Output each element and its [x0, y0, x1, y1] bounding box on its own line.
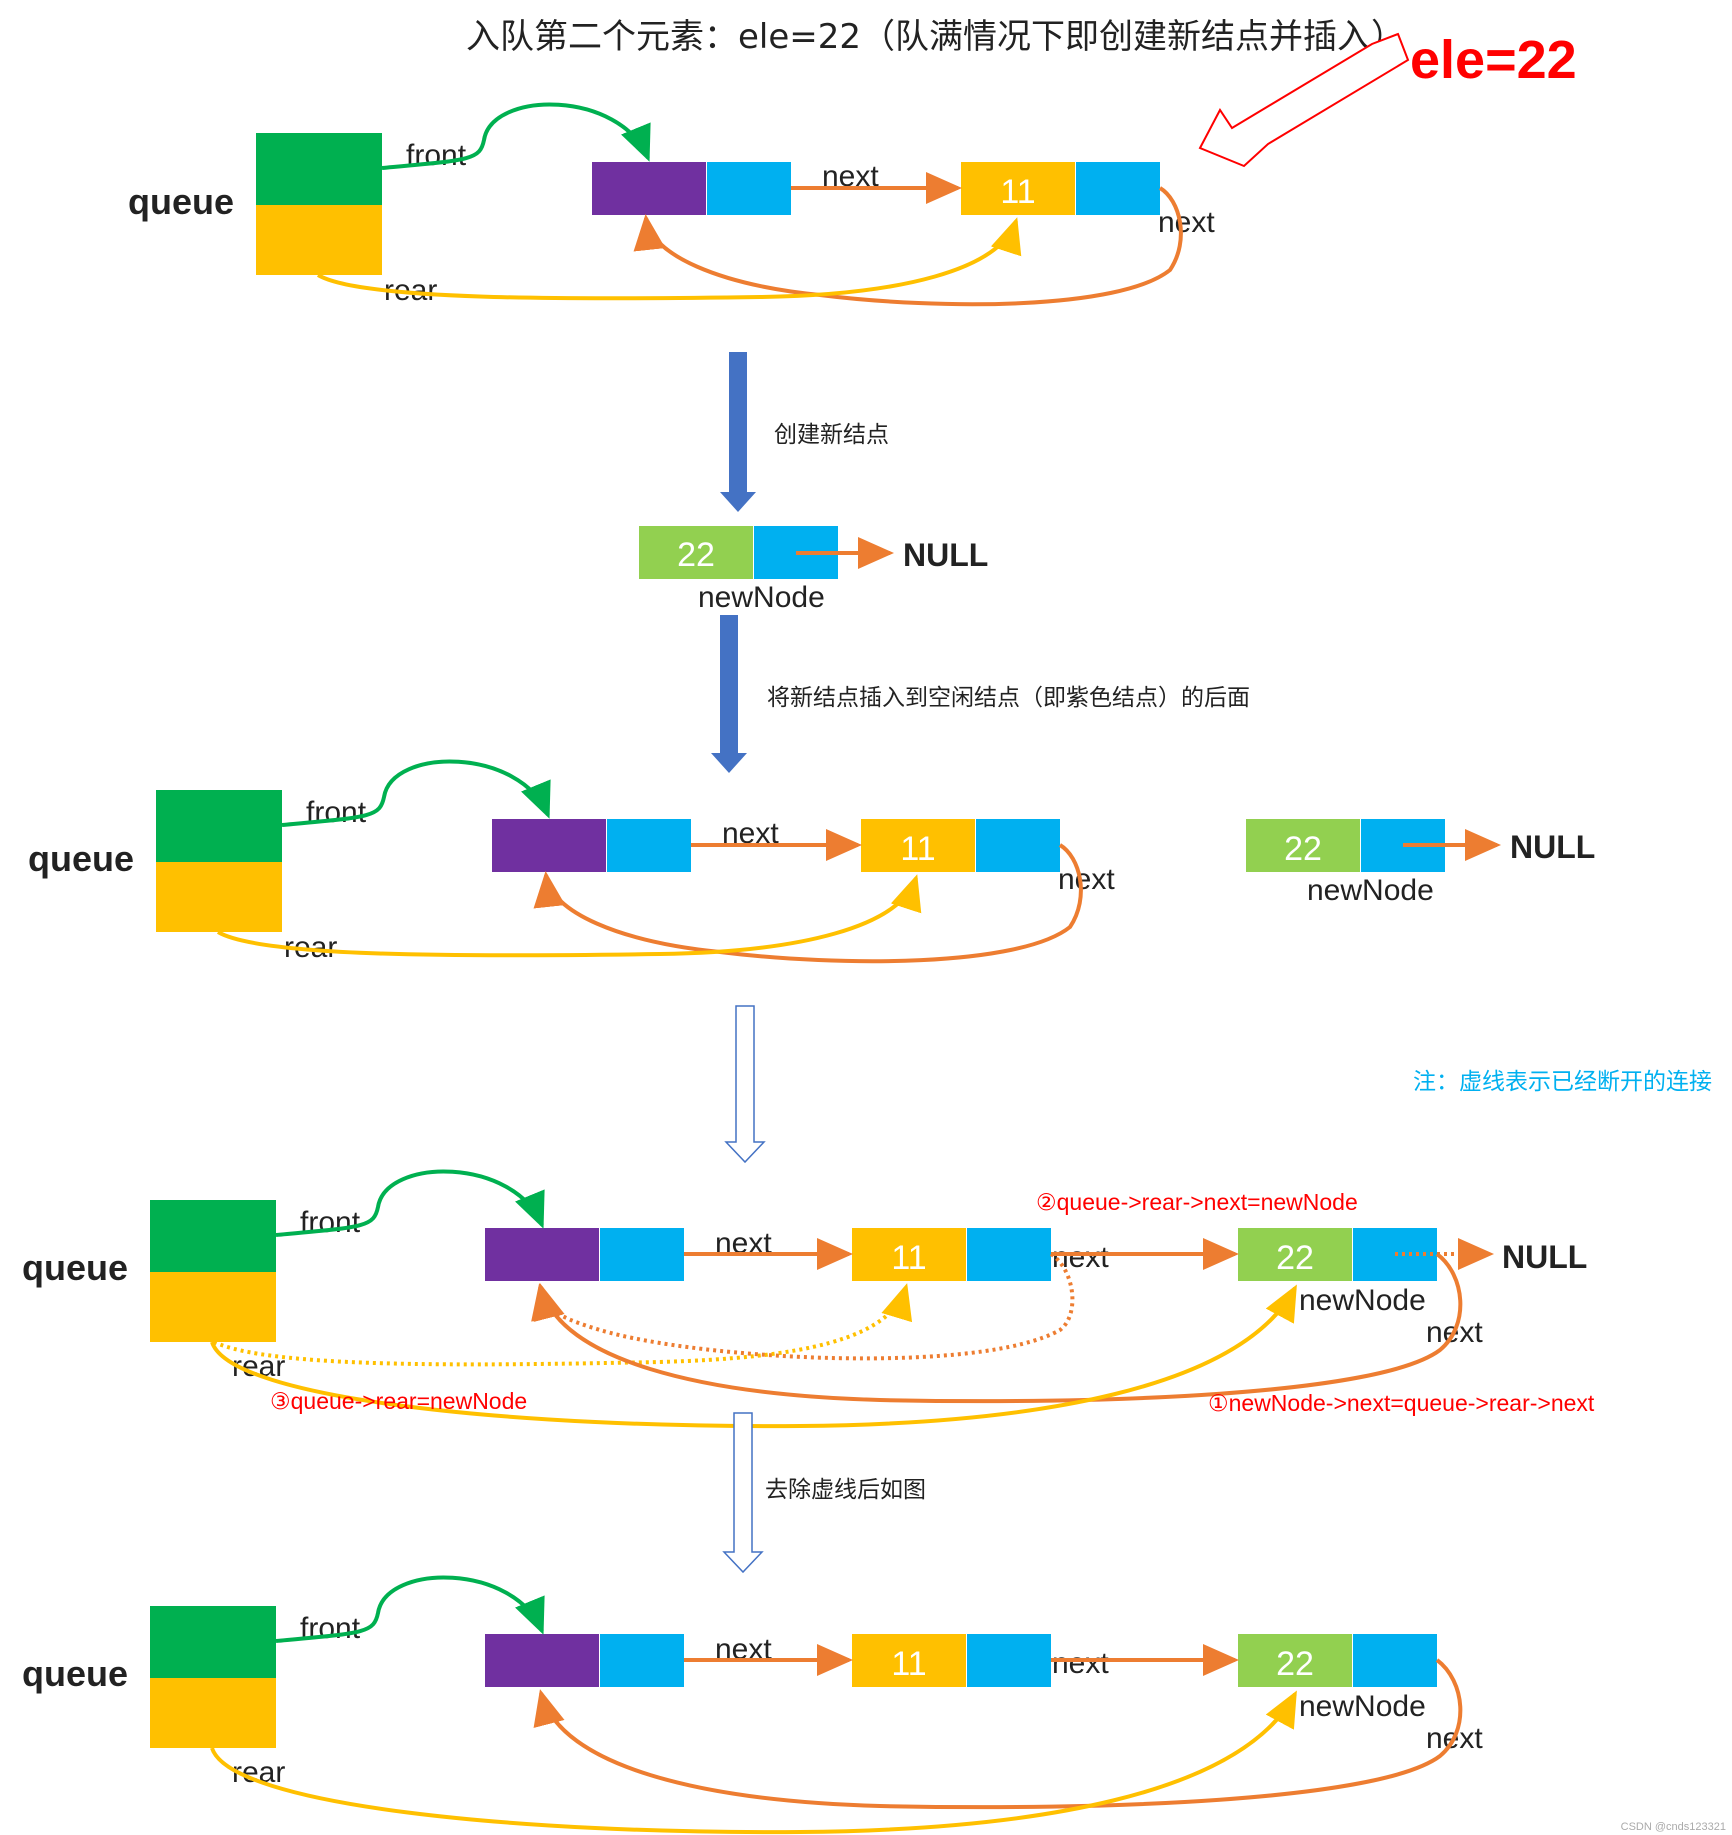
new-node-data-cell	[1238, 1634, 1352, 1687]
queue-front-cell	[150, 1200, 276, 1272]
step-arrow-4	[722, 1412, 764, 1574]
node-11-data-cell	[852, 1228, 966, 1281]
queue-label: queue	[128, 181, 234, 222]
free-node-next-cell	[607, 819, 691, 872]
node-22-value: 22	[1276, 1645, 1314, 1683]
ele-label: ele=22	[1410, 30, 1577, 90]
front-pointer-arrow	[275, 1575, 545, 1643]
front-pointer-arrow	[381, 102, 651, 170]
node-11-value: 11	[891, 1239, 926, 1277]
stage-4-final: queue front rear 11 22 next next newNode…	[22, 1575, 1483, 1835]
free-node-data-cell	[485, 1634, 599, 1687]
node-11-value: 11	[891, 1645, 926, 1683]
circular-next-arrow	[633, 186, 1183, 307]
step-arrow-2	[711, 615, 747, 773]
queue-front-cell	[156, 790, 282, 862]
free-node-data-cell	[492, 819, 606, 872]
operation-3-label: ③queue->rear=newNode	[270, 1388, 527, 1414]
newnode-label: newNode	[1299, 1284, 1426, 1317]
node-11-value: 11	[900, 830, 935, 868]
circular-next-arrow	[533, 843, 1083, 964]
next-label: next	[1158, 206, 1215, 239]
queue-front-cell	[256, 133, 382, 205]
queue-rear-cell	[156, 862, 282, 932]
front-label: front	[406, 139, 467, 172]
node-11-data-cell	[861, 819, 975, 872]
circular-next-arrow	[533, 1658, 1463, 1810]
free-node-next-cell	[707, 162, 791, 215]
step-arrow-3	[724, 1005, 766, 1164]
newnode-label: newNode	[1307, 874, 1434, 907]
front-pointer-arrow	[275, 1169, 545, 1237]
new-node-data-cell	[1238, 1228, 1352, 1281]
front-label: front	[300, 1206, 361, 1239]
null-label: NULL	[903, 537, 988, 573]
node-11-next-cell	[967, 1228, 1051, 1281]
broken-circular-link	[531, 1252, 1075, 1361]
insert-hollow-arrow	[1198, 32, 1410, 168]
next-label: next	[1052, 1647, 1109, 1680]
step-2-caption: 将新结点插入到空闲结点（即紫色结点）的后面	[767, 685, 1250, 711]
front-label: front	[306, 796, 367, 829]
null-label: NULL	[1510, 829, 1595, 865]
new-rear-pointer-arrow	[210, 1284, 1297, 1429]
stage-3-inserting: queue front rear 11 22 next next newNode…	[22, 1169, 1595, 1429]
node-11-data-cell	[852, 1634, 966, 1687]
node-11-value: 11	[1000, 173, 1035, 211]
next-label: next	[1052, 1241, 1109, 1274]
rear-pointer-arrow	[316, 217, 1022, 301]
new-circular-next-arrow	[533, 1252, 1463, 1404]
step-arrow-1	[720, 352, 756, 512]
step-4-caption: 去除虚线后如图	[765, 1477, 926, 1503]
node-11-next-cell	[967, 1634, 1051, 1687]
watermark: CSDN @cnds123321	[1621, 1821, 1726, 1833]
queue-label: queue	[22, 1247, 128, 1288]
front-label: front	[300, 1612, 361, 1645]
newnode-label: newNode	[1299, 1690, 1426, 1723]
node-22-value: 22	[1276, 1239, 1314, 1277]
new-node-next-cell	[1353, 1634, 1437, 1687]
broken-rear-link	[213, 1283, 913, 1367]
dashed-line-note: 注：虚线表示已经断开的连接	[1413, 1069, 1712, 1095]
operation-2-label: ②queue->rear->next=newNode	[1036, 1189, 1358, 1215]
free-node-next-cell	[600, 1228, 684, 1281]
queue-rear-cell	[256, 205, 382, 275]
rear-pointer-arrow	[210, 1690, 1297, 1835]
front-pointer-arrow	[281, 759, 551, 827]
queue-rear-cell	[150, 1678, 276, 1748]
rear-pointer-arrow	[216, 874, 922, 958]
node-22-value: 22	[1284, 830, 1322, 868]
node-11-data-cell	[961, 162, 1075, 215]
newnode-label: newNode	[698, 581, 825, 614]
free-node-next-cell	[600, 1634, 684, 1687]
new-node-data-cell	[1246, 819, 1360, 872]
free-node-data-cell	[485, 1228, 599, 1281]
stage-2-before-insert: queue front rear 11 next next 22 NULL ne…	[28, 759, 1595, 964]
null-label: NULL	[1502, 1239, 1587, 1275]
queue-label: queue	[28, 838, 134, 879]
new-node-created: 22 NULL newNode	[639, 526, 988, 614]
step-1-caption: 创建新结点	[774, 422, 889, 448]
new-node-data-cell	[639, 526, 753, 579]
next-label: next	[1058, 863, 1115, 896]
node-11-next-cell	[976, 819, 1060, 872]
queue-label: queue	[22, 1653, 128, 1694]
queue-front-cell	[150, 1606, 276, 1678]
free-node-data-cell	[592, 162, 706, 215]
node-11-next-cell	[1076, 162, 1160, 215]
queue-rear-cell	[150, 1272, 276, 1342]
stage-1-initial: queue front rear 11 next next	[128, 102, 1215, 307]
operation-1-label: ①newNode->next=queue->rear->next	[1208, 1390, 1595, 1416]
node-22-value: 22	[677, 536, 715, 574]
diagram-title: 入队第二个元素：ele=22（队满情况下即创建新结点并插入）	[466, 17, 1405, 57]
